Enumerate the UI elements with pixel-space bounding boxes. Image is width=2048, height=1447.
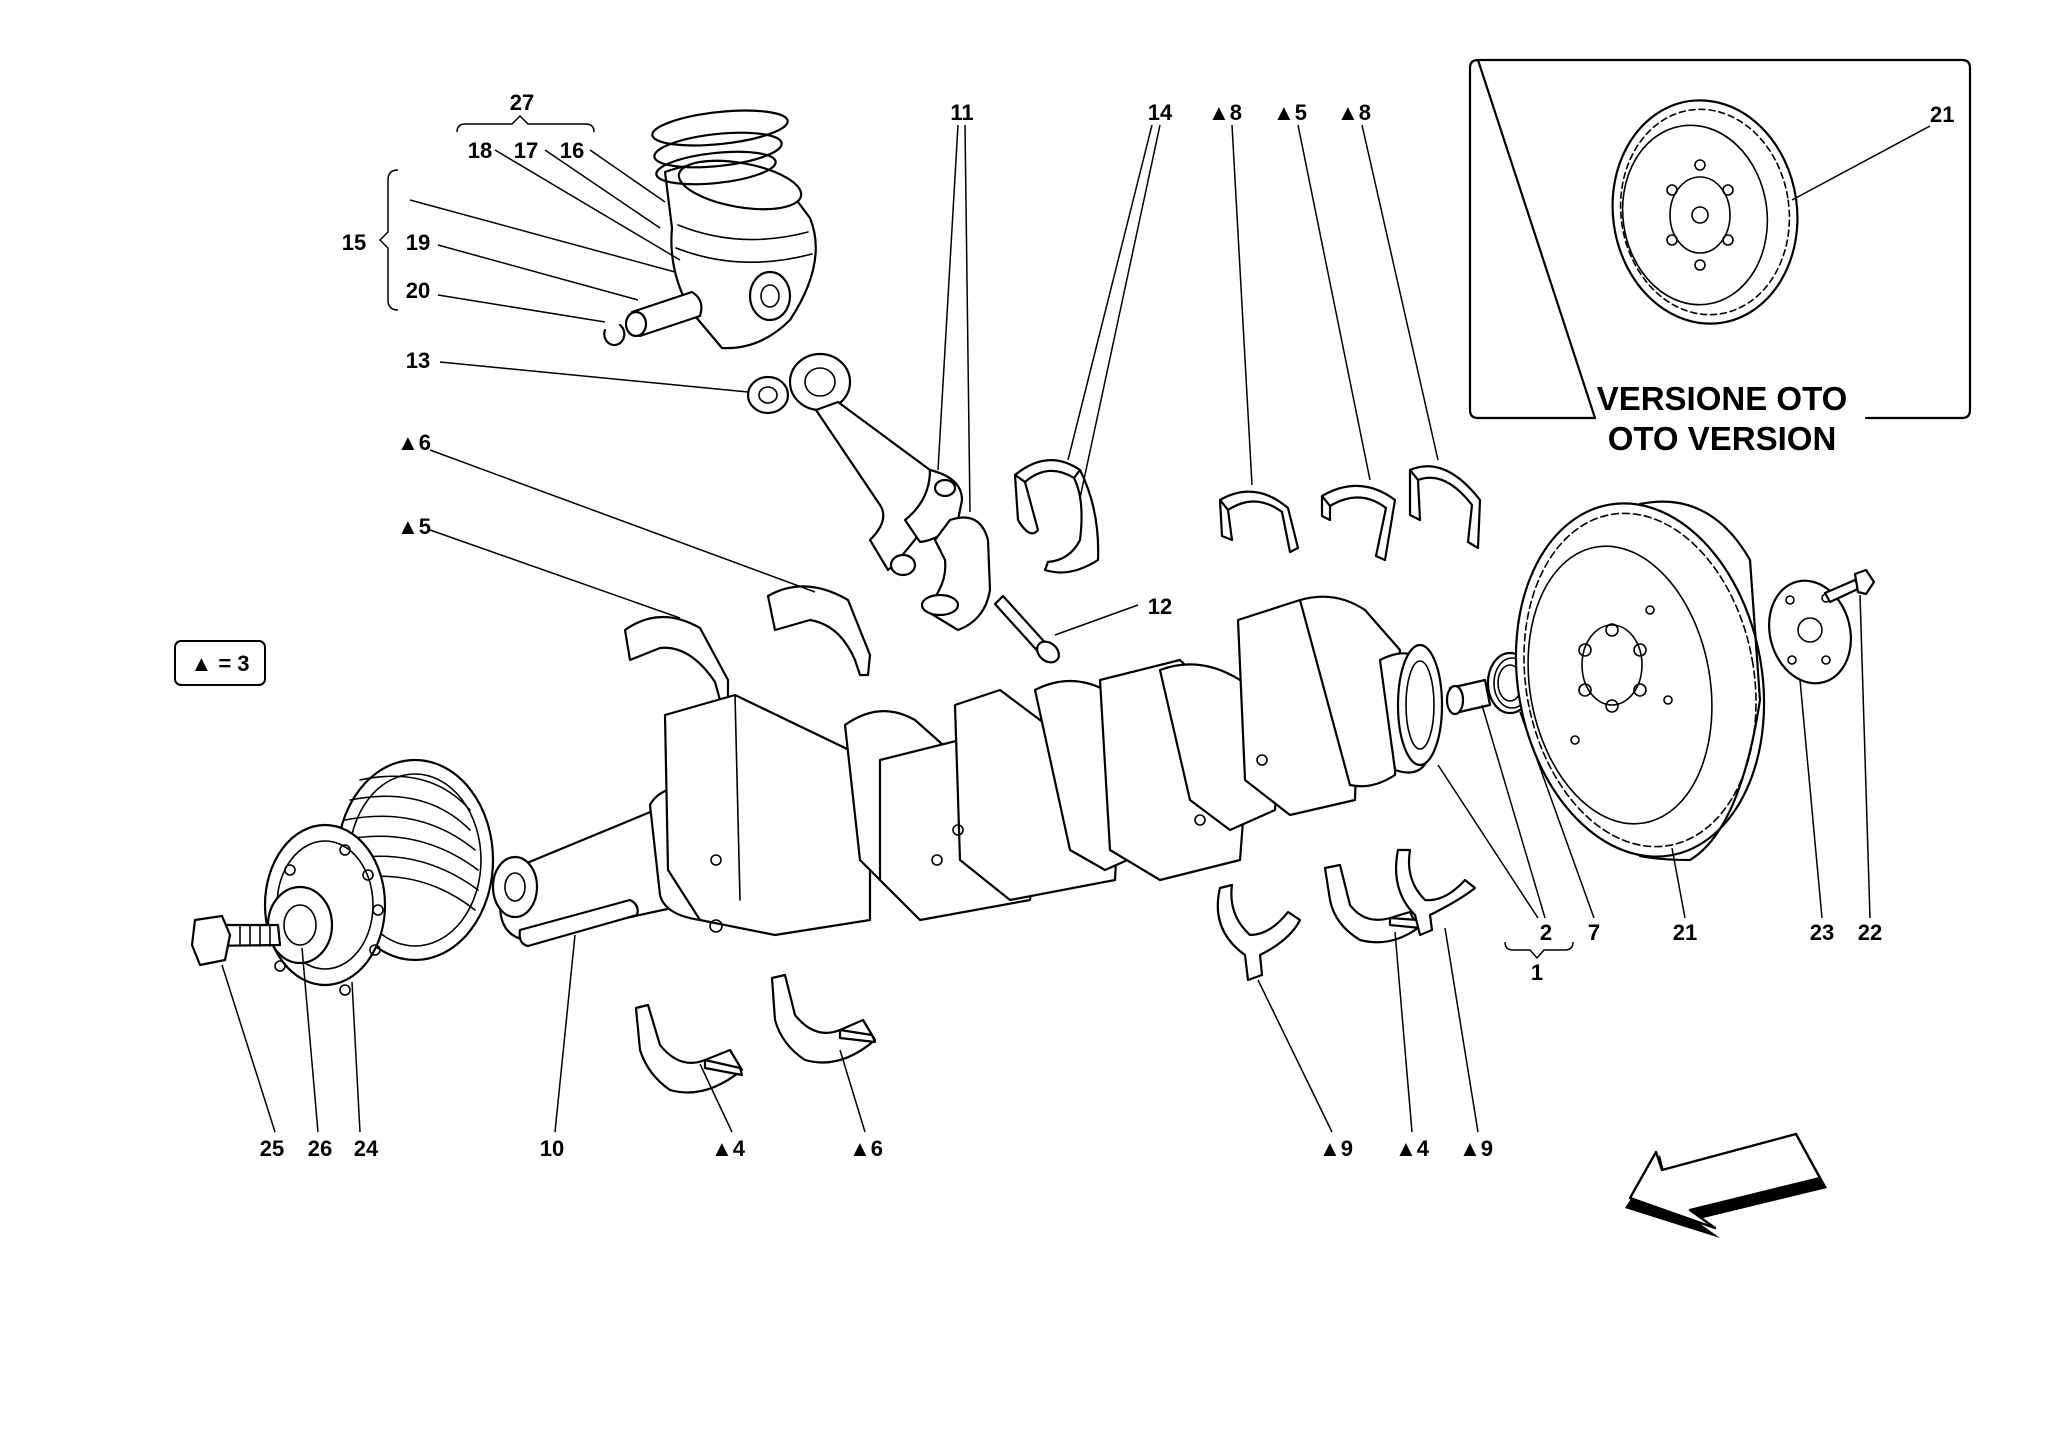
main-bearing-lower-b bbox=[770, 973, 877, 1064]
label-26: 26 bbox=[308, 1136, 332, 1161]
oto-version-inset: VERSIONE OTO OTO VERSION 21 bbox=[1468, 58, 1972, 457]
small-end-bush bbox=[746, 375, 790, 415]
label-2: 2 bbox=[1540, 920, 1552, 945]
label-25: 25 bbox=[260, 1136, 284, 1161]
legend-box: ▲ = 3 bbox=[174, 640, 266, 686]
label-8-upper-a: ▲8 bbox=[1208, 100, 1242, 125]
label-7: 7 bbox=[1588, 920, 1600, 945]
label-11: 11 bbox=[950, 100, 973, 125]
piston-rings bbox=[651, 109, 789, 186]
main-bearing-lower-c bbox=[1323, 863, 1422, 944]
flywheel-bolt bbox=[1823, 568, 1876, 604]
label-19: 19 bbox=[406, 230, 430, 255]
damper-hub bbox=[263, 823, 387, 996]
label-13: 13 bbox=[406, 348, 430, 373]
label-17: 17 bbox=[514, 138, 538, 163]
brace-15 bbox=[378, 169, 399, 311]
label-1: 1 bbox=[1531, 960, 1543, 985]
inset-title-line1: VERSIONE OTO bbox=[1597, 380, 1848, 417]
label-27: 27 bbox=[510, 90, 534, 115]
label-16: 16 bbox=[560, 138, 584, 163]
flywheel bbox=[1514, 500, 1766, 862]
connecting-rod-cap bbox=[920, 516, 992, 632]
label-10: 10 bbox=[540, 1136, 564, 1161]
label-18: 18 bbox=[468, 138, 492, 163]
label-21: 21 bbox=[1673, 920, 1697, 945]
label-23: 23 bbox=[1810, 920, 1834, 945]
label-6-lower: ▲6 bbox=[849, 1136, 883, 1161]
inset-label-21: 21 bbox=[1930, 102, 1954, 127]
conrod-bearing-upper bbox=[1013, 459, 1100, 574]
thrust-washer-a bbox=[1216, 883, 1302, 982]
label-15: 15 bbox=[342, 230, 366, 255]
piston-pin-clip bbox=[603, 323, 626, 347]
label-24: 24 bbox=[354, 1136, 379, 1161]
piston-pin bbox=[624, 290, 703, 338]
brace-1 bbox=[1504, 941, 1574, 960]
label-20: 20 bbox=[406, 278, 430, 303]
inset-title-line2: OTO VERSION bbox=[1608, 420, 1837, 457]
part-labels: 27 18 17 16 15 19 20 13 11 14 ▲8 ▲5 ▲8 ▲… bbox=[260, 90, 1882, 1161]
label-4-lower-b: ▲4 bbox=[1395, 1136, 1430, 1161]
flywheel-washer bbox=[1767, 579, 1853, 685]
conrod-bolt bbox=[993, 594, 1060, 664]
leader-lines bbox=[221, 124, 1871, 1133]
label-9-lower-a: ▲9 bbox=[1319, 1136, 1353, 1161]
main-bearing-upper-b bbox=[1320, 484, 1397, 562]
label-14: 14 bbox=[1148, 100, 1173, 125]
piston bbox=[663, 159, 817, 350]
legend-text: ▲ = 3 bbox=[190, 651, 249, 676]
label-5-left: ▲5 bbox=[397, 514, 431, 539]
thrust-washer-b bbox=[1394, 848, 1477, 937]
label-12: 12 bbox=[1148, 594, 1172, 619]
main-bearing-upper-e bbox=[766, 585, 872, 677]
label-4-lower-a: ▲4 bbox=[711, 1136, 746, 1161]
crankshaft-key bbox=[518, 898, 639, 948]
crankshaft bbox=[491, 595, 1444, 942]
main-bearing-lower-a bbox=[634, 1003, 744, 1094]
oto-flywheel bbox=[1611, 99, 1799, 325]
label-9-lower-b: ▲9 bbox=[1459, 1136, 1493, 1161]
direction-arrow-icon bbox=[1625, 1132, 1827, 1238]
label-8-upper-b: ▲8 bbox=[1337, 100, 1371, 125]
pilot-bush bbox=[1445, 678, 1492, 716]
label-6-upper: ▲6 bbox=[397, 430, 431, 455]
main-bearing-upper-a bbox=[1218, 490, 1300, 554]
main-bearing-upper-d bbox=[623, 615, 730, 702]
main-bearing-upper-c bbox=[1408, 465, 1482, 550]
label-5-upper: ▲5 bbox=[1273, 100, 1307, 125]
pulley-bolt bbox=[190, 914, 282, 967]
brace-27 bbox=[456, 114, 595, 133]
label-22: 22 bbox=[1858, 920, 1882, 945]
